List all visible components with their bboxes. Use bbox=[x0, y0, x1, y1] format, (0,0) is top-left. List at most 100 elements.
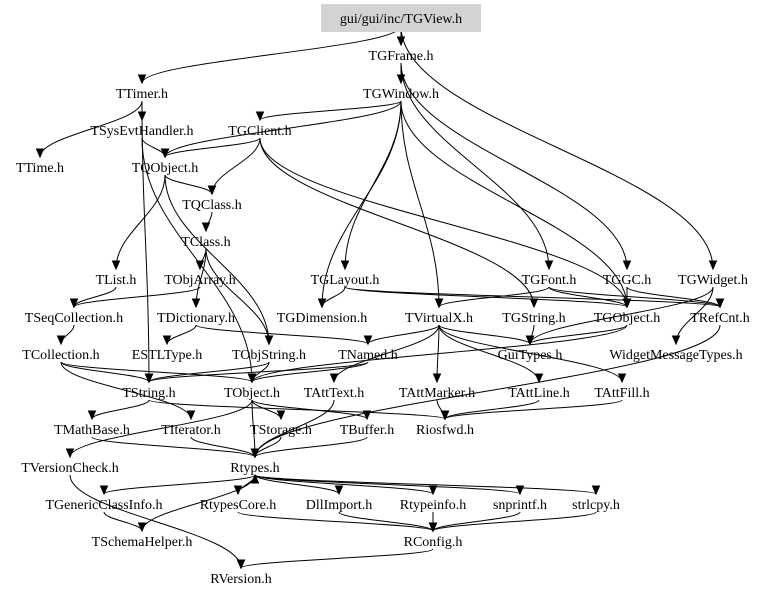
graph-node[interactable]: TQObject.h bbox=[132, 161, 198, 176]
edge-TQObject-to-TQClass bbox=[164, 174, 213, 195]
node-label: TMathBase.h bbox=[54, 423, 130, 438]
graph-node[interactable]: TBuffer.h bbox=[340, 423, 395, 438]
node-label: WidgetMessageTypes.h bbox=[609, 348, 742, 363]
edge-TObject-to-TVersionCheck bbox=[69, 399, 253, 458]
graph-node[interactable]: TString.h bbox=[122, 386, 175, 401]
graph-node[interactable]: TGObject.h bbox=[594, 311, 660, 326]
edge-TDictionary-to-TNamed bbox=[195, 324, 369, 345]
graph-node[interactable]: snprintf.h bbox=[493, 498, 547, 513]
graph-node[interactable]: TCollection.h bbox=[22, 348, 99, 363]
graph-node[interactable]: TSysEvtHandler.h bbox=[90, 124, 193, 139]
graph-node[interactable]: GuiTypes.h bbox=[498, 348, 563, 363]
arrowhead-TObject-to-TStorage bbox=[276, 410, 286, 421]
edge-DllImport-to-RConfig bbox=[338, 511, 434, 532]
graph-node[interactable]: TQClass.h bbox=[182, 198, 242, 213]
graph-node[interactable]: TTimer.h bbox=[116, 87, 168, 102]
graph-node[interactable]: DllImport.h bbox=[306, 498, 373, 513]
graph-node[interactable]: TClass.h bbox=[181, 235, 230, 250]
graph-node[interactable]: TGString.h bbox=[502, 311, 565, 326]
graph-node[interactable]: TAttMarker.h bbox=[399, 386, 475, 401]
graph-node[interactable]: TObjArray.h bbox=[164, 273, 236, 288]
graph-node[interactable]: TAttText.h bbox=[304, 386, 365, 401]
arrowhead-TSeqCollection-to-TCollection bbox=[56, 335, 66, 346]
graph-node[interactable]: TGWidget.h bbox=[678, 273, 748, 288]
graph-node[interactable]: TVersionCheck.h bbox=[21, 461, 119, 476]
edge-TGFont-to-TVirtualX bbox=[438, 286, 550, 308]
graph-node[interactable]: TGLayout.h bbox=[311, 273, 380, 288]
graph-node[interactable]: RtypesCore.h bbox=[200, 498, 277, 513]
edge-TString-to-TMathBase bbox=[91, 399, 150, 420]
graph-node[interactable]: WidgetMessageTypes.h bbox=[609, 348, 742, 363]
node-label: ESTLType.h bbox=[132, 348, 202, 363]
node-label: RtypesCore.h bbox=[200, 498, 277, 513]
node-label: TVersionCheck.h bbox=[21, 461, 119, 476]
edge-TVirtualX-to-TAttLine bbox=[438, 324, 540, 383]
graph-node[interactable]: TGFrame.h bbox=[369, 49, 434, 64]
arrowhead-TCollection-to-TIterator bbox=[186, 410, 196, 421]
graph-node[interactable]: TStorage.h bbox=[250, 423, 312, 438]
edge-TGLayout-to-TRefCnt bbox=[344, 286, 721, 308]
graph-node[interactable]: TList.h bbox=[96, 273, 137, 288]
graph-node[interactable]: RVersion.h bbox=[210, 572, 272, 587]
graph-node[interactable]: TGGC.h bbox=[603, 273, 652, 288]
graph-node[interactable]: RConfig.h bbox=[404, 535, 463, 550]
edge-TGClient-to-TGString bbox=[259, 137, 535, 308]
root-node-box bbox=[321, 4, 481, 32]
graph-node[interactable]: ESTLType.h bbox=[132, 348, 202, 363]
graph-node[interactable]: TGenericClassInfo.h bbox=[45, 498, 162, 513]
graph-node[interactable]: TObject.h bbox=[224, 386, 280, 401]
node-label: TSysEvtHandler.h bbox=[90, 124, 193, 139]
edge-TGWindow-to-TGObject bbox=[400, 100, 628, 308]
graph-node[interactable]: TDictionary.h bbox=[157, 311, 235, 326]
graph-node[interactable]: TVirtualX.h bbox=[405, 311, 473, 326]
node-label: TTimer.h bbox=[116, 87, 168, 102]
graph-node[interactable]: Rtypes.h bbox=[230, 461, 279, 476]
arrowhead-TDictionary-to-ESTLType bbox=[162, 335, 172, 346]
arrowhead-TGClient-to-TGString bbox=[529, 298, 539, 309]
graph-node[interactable]: TSeqCollection.h bbox=[25, 311, 123, 326]
node-label: gui/gui/inc/TGView.h bbox=[340, 12, 462, 27]
graph-node[interactable]: TGClient.h bbox=[228, 124, 291, 139]
graph-node[interactable]: TGFont.h bbox=[522, 273, 577, 288]
graph-node[interactable]: strlcpy.h bbox=[572, 498, 620, 513]
node-label: TQObject.h bbox=[132, 161, 198, 176]
graph-node[interactable]: TObjString.h bbox=[232, 348, 306, 363]
node-label: TTime.h bbox=[16, 161, 64, 176]
graph-node[interactable]: TIterator.h bbox=[161, 423, 220, 438]
edge-RtypesCore-to-RConfig bbox=[237, 511, 434, 532]
arrowhead-TGView-to-TGWidget bbox=[708, 260, 718, 271]
edge-TSysEvtHandler-to-TObject bbox=[141, 137, 253, 383]
node-label: TObjArray.h bbox=[164, 273, 236, 288]
graph-node[interactable]: TMathBase.h bbox=[54, 423, 130, 438]
graph-node[interactable]: TTime.h bbox=[16, 161, 64, 176]
node-label: TVirtualX.h bbox=[405, 311, 473, 326]
edge-TBuffer-to-Rtypes bbox=[254, 436, 368, 458]
arrowhead-TVirtualX-to-TAttFill bbox=[617, 373, 627, 384]
graph-node[interactable]: TAttFill.h bbox=[594, 386, 649, 401]
node-label: TAttMarker.h bbox=[399, 386, 475, 401]
edge-TObject-to-TBuffer bbox=[251, 399, 368, 420]
node-label: TAttText.h bbox=[304, 386, 365, 401]
arrowhead-TGObject-to-GuiTypes bbox=[525, 335, 535, 346]
edge-TClass-to-TObjString bbox=[205, 248, 270, 345]
arrowhead-TVirtualX-to-TAttText bbox=[329, 373, 339, 384]
graph-node[interactable]: Riosfwd.h bbox=[416, 423, 474, 438]
node-label: TBuffer.h bbox=[340, 423, 395, 438]
arrowhead-TGView-to-TTimer bbox=[137, 74, 147, 85]
graph-node[interactable]: TAttLine.h bbox=[508, 386, 569, 401]
root-node[interactable]: gui/gui/inc/TGView.h bbox=[321, 4, 481, 32]
edge-TVirtualX-to-TAttFill bbox=[438, 324, 623, 383]
graph-node[interactable]: TGWindow.h bbox=[363, 87, 439, 102]
graph-node[interactable]: TGDimension.h bbox=[277, 311, 368, 326]
arrowhead-TNamed-to-TObject bbox=[247, 373, 257, 384]
arrowhead-TObject-to-TBuffer bbox=[362, 410, 372, 421]
node-label: TString.h bbox=[122, 386, 175, 401]
graph-node[interactable]: TRefCnt.h bbox=[690, 311, 750, 326]
edge-TCollection-to-TObject bbox=[60, 361, 253, 383]
edge-TQObject-to-TList bbox=[115, 174, 166, 270]
edge-RConfig-to-RVersion bbox=[240, 548, 434, 569]
graph-node[interactable]: TNamed.h bbox=[338, 348, 397, 363]
graph-node[interactable]: Rtypeinfo.h bbox=[400, 498, 467, 513]
graph-node[interactable]: TSchemaHelper.h bbox=[92, 535, 193, 550]
edge-Rtypes-to-DllImport bbox=[254, 474, 340, 495]
